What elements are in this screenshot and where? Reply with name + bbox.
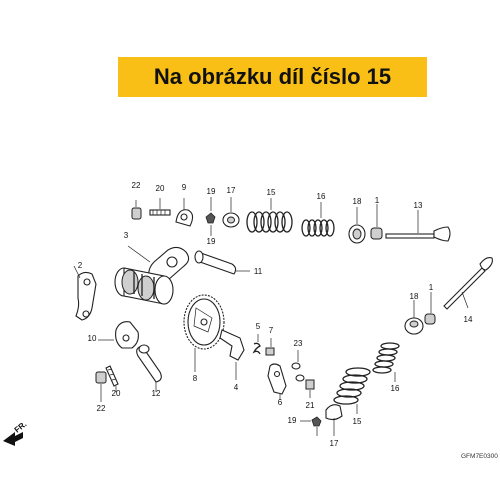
valve-part-13 xyxy=(385,210,451,242)
spring-seat-part-18-top xyxy=(348,207,366,244)
stud-part-20-bottom xyxy=(105,365,119,392)
bolt-part-7 xyxy=(265,338,275,356)
diagram-reference-code: GFM7E0300 xyxy=(461,453,498,460)
part-callout-12: 12 xyxy=(152,389,161,398)
part-callout-4: 4 xyxy=(234,383,239,392)
part-callout-23: 23 xyxy=(294,339,303,348)
valve-stem-seal-part-1-lower xyxy=(424,292,436,325)
part-callout-21: 21 xyxy=(306,401,315,410)
part-callout-17: 17 xyxy=(330,439,339,448)
spring-part-5 xyxy=(252,334,261,355)
part-callout-2: 2 xyxy=(78,261,83,270)
bracket-part-2 xyxy=(73,265,97,321)
part-callout-19: 19 xyxy=(207,237,216,246)
part-callout-16: 16 xyxy=(317,192,326,201)
spring-seat-part-18-lower xyxy=(404,300,424,335)
rocker-shaft-part-11 xyxy=(194,250,250,275)
part-callout-1: 1 xyxy=(429,283,434,292)
nut-part-22-bottom xyxy=(95,371,107,402)
part-callout-5: 5 xyxy=(256,322,261,331)
part-callout-22: 22 xyxy=(132,181,141,190)
part-callout-6: 6 xyxy=(278,398,283,407)
spring-retainer-part-17-lower xyxy=(325,404,343,436)
cam-sprocket-part-8 xyxy=(183,294,225,372)
decompressor-part-10 xyxy=(98,321,139,349)
valve-part-14 xyxy=(443,257,493,310)
pin-part-12 xyxy=(136,344,162,392)
part-callout-10: 10 xyxy=(88,334,97,343)
stud-part-20-top xyxy=(149,198,171,216)
part-callout-7: 7 xyxy=(269,326,274,335)
plate-part-6 xyxy=(267,363,287,400)
part-callout-20: 20 xyxy=(112,389,121,398)
inner-valve-spring-part-16-lower xyxy=(372,342,400,382)
part-callout-16: 16 xyxy=(391,384,400,393)
part-callout-17: 17 xyxy=(227,186,236,195)
part-callout-18: 18 xyxy=(410,292,419,301)
camshaft-assembly xyxy=(114,267,174,305)
part-callout-13: 13 xyxy=(414,201,423,210)
bolt-part-21 xyxy=(305,379,315,398)
washer-part-23 xyxy=(291,350,305,382)
part-callout-19: 19 xyxy=(288,416,297,425)
outer-valve-spring-part-15-top xyxy=(246,198,293,233)
rocker-arm-part-9 xyxy=(175,198,194,227)
nut-part-22-top xyxy=(131,200,142,220)
part-callout-15: 15 xyxy=(353,417,362,426)
part-callout-1: 1 xyxy=(375,196,380,205)
part-number-banner: Na obrázku díl číslo 15 xyxy=(118,57,427,97)
part-callout-14: 14 xyxy=(464,315,473,324)
valve-stem-seal-part-1-top xyxy=(370,204,383,240)
part-callout-20: 20 xyxy=(156,184,165,193)
part-callout-3: 3 xyxy=(124,231,129,240)
valve-cotter-part-19-lower xyxy=(300,416,322,436)
valve-cotter-part-19-top xyxy=(205,197,216,236)
part-callout-18: 18 xyxy=(353,197,362,206)
part-callout-8: 8 xyxy=(193,374,198,383)
lever-part-4 xyxy=(219,329,245,380)
spring-retainer-part-17-top xyxy=(222,197,240,228)
inner-valve-spring-part-16-top xyxy=(301,202,335,237)
part-callout-9: 9 xyxy=(182,183,187,192)
outer-valve-spring-part-15-lower xyxy=(333,367,371,414)
part-callout-22: 22 xyxy=(97,404,106,413)
part-callout-19: 19 xyxy=(207,187,216,196)
part-callout-15: 15 xyxy=(267,188,276,197)
front-direction-arrow-icon xyxy=(3,432,23,446)
front-direction-label: FR. xyxy=(13,420,29,435)
part-callout-11: 11 xyxy=(254,267,263,276)
